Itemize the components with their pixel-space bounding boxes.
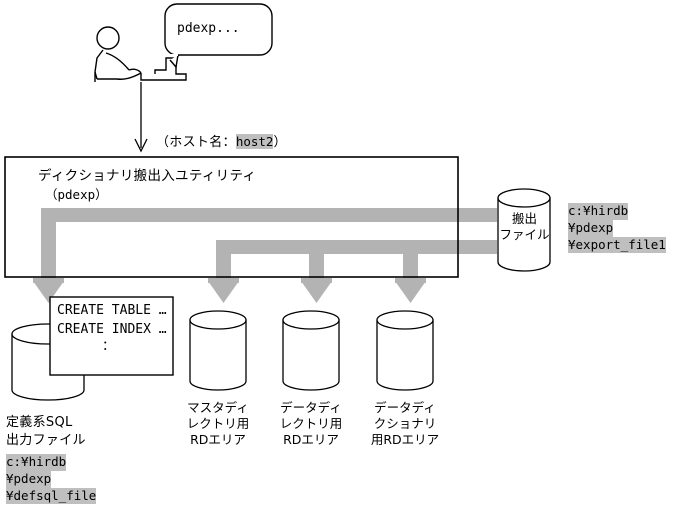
defsql-document-line2: CREATE INDEX … [57, 322, 167, 337]
operator-to-utility-arrow [134, 82, 148, 153]
defsql-output-label-line1: 定義系SQL [6, 415, 73, 430]
export-file-path-line3: ¥export_file1 [568, 236, 666, 254]
defsql-output-path-line2: ¥pdexp [6, 470, 52, 488]
host-name-value: host2 [235, 134, 274, 149]
defsql-document-line1: CREATE TABLE … [57, 303, 167, 318]
rd-area-label-2-line2: レクトリ用 [279, 416, 343, 431]
speech-bubble [164, 3, 273, 69]
rd-area-label-2-line1: データディ [280, 400, 342, 415]
defsql-output-path-line1: c:¥hirdb [6, 454, 67, 471]
rd-area-cylinder-1 [189, 310, 247, 391]
utility-box-title-line1: ディクショナリ搬出入ユティリティ [38, 168, 257, 184]
utility-box-title-line2: （pdexp） [45, 187, 108, 202]
defsql-output-path: c:¥hirdb¥pdexp¥defsql_file [6, 454, 97, 505]
operator-figure [94, 26, 142, 82]
flow-arrow-to-defsql [33, 208, 497, 303]
defsql-output-label-line2: 出力ファイル [6, 433, 86, 448]
rd-area-label-3-line2: クショナリ [373, 416, 437, 431]
export-file-label-line1: 搬出 [511, 211, 537, 226]
rd-area-label-1-line3: RDエリア [190, 432, 246, 447]
rd-area-cylinder-2 [282, 310, 340, 391]
rd-area-label-3: データディクショナリ用RDエリア [369, 400, 441, 448]
rd-area-cylinder-3 [376, 310, 434, 391]
export-file-cylinder [497, 188, 551, 272]
export-file-label: 搬出ファイル [497, 211, 552, 243]
rd-area-label-1-line2: レクトリ用 [186, 416, 250, 431]
defsql-output-path-line3: ¥defsql_file [6, 487, 97, 505]
rd-area-label-1-line1: マスタディ [187, 400, 249, 415]
export-file-path: c:¥hirdb¥pdexp¥export_file1 [568, 203, 666, 254]
defsql-document-line3: ： [102, 339, 116, 354]
host-label-suffix: ） [273, 135, 287, 150]
host-label-prefix: （ホスト名： [156, 135, 236, 150]
export-file-path-line2: ¥pdexp [568, 219, 614, 237]
defsql-document-box [49, 296, 174, 376]
speech-bubble-text: pdexp... [177, 21, 240, 36]
flow-arrows-group [33, 208, 497, 303]
utility-box-outline [4, 156, 459, 278]
rd-area-label-3-line1: データディ [374, 400, 436, 415]
export-file-path-line1: c:¥hirdb [568, 203, 629, 220]
export-file-label-line2: ファイル [499, 227, 550, 242]
flow-arrow-to-rd-areas [208, 240, 497, 303]
rd-area-label-2-line3: RDエリア [283, 432, 339, 447]
host-name-label: （ホスト名：host2） [156, 134, 287, 151]
rd-area-label-3-line3: 用RDエリア [370, 432, 440, 447]
